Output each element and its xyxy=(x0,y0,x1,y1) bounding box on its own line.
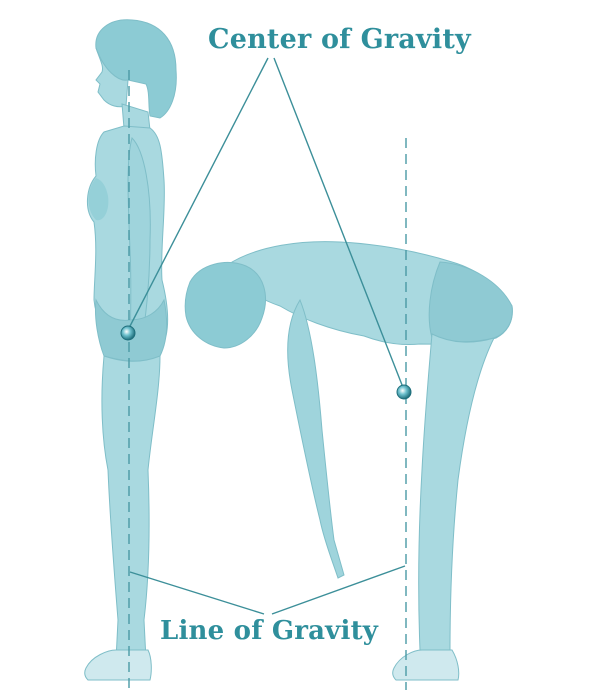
bending-figure-shoes xyxy=(393,650,459,680)
bending-figure-briefs xyxy=(429,262,512,342)
line-of-gravity-label: Line of Gravity xyxy=(160,616,378,646)
standing-figure-shoes xyxy=(85,650,152,680)
bending-figure xyxy=(185,242,512,680)
bending-figure-arm xyxy=(288,300,344,578)
center-of-gravity-label: Center of Gravity xyxy=(208,24,471,55)
bending-figure-legs xyxy=(419,334,494,652)
lines-of-gravity xyxy=(129,70,406,690)
bending-figure-hair xyxy=(185,263,265,348)
standing-center-of-gravity-dot xyxy=(121,326,135,340)
bending-center-of-gravity-dot xyxy=(397,385,411,399)
standing-figure-torso xyxy=(87,126,167,336)
standing-figure xyxy=(85,20,177,680)
standing-figure-legs xyxy=(102,356,160,660)
log-pointer-standing xyxy=(130,572,264,614)
